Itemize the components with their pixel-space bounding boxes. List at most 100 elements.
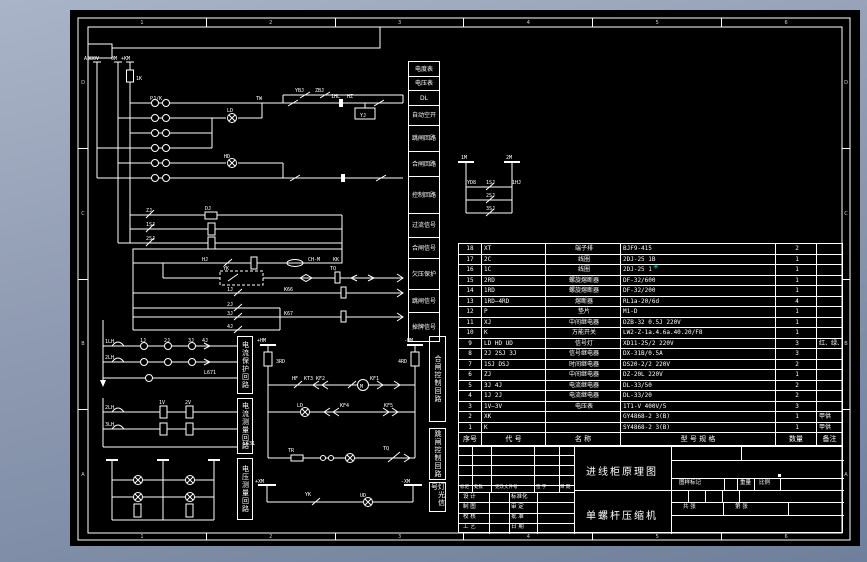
function-label-cell: 合闸回路 [409, 152, 439, 177]
label-approve2: 批 准 [511, 514, 524, 520]
table-cell: DX-31B/0.5A [620, 349, 775, 359]
rev-col-date: 日 期 [560, 485, 571, 490]
table-cell: 16 [466, 266, 474, 273]
table-cell: 1 [468, 423, 472, 431]
zone-label: C [78, 149, 88, 280]
table-cell: 信号继电器 [545, 349, 620, 359]
table-cell: M1-D [620, 307, 775, 317]
table-cell: 2 [775, 244, 816, 254]
function-label-cell: 电压表 [409, 77, 439, 91]
table-cell: 15 [466, 276, 474, 284]
table-cell: 1 [775, 370, 816, 380]
table-cell: 1RD—4RD [481, 296, 545, 306]
rev-col-docno: 更改文件号 [495, 485, 518, 490]
scale-label: 比例 [759, 480, 771, 486]
table-cell: P [481, 307, 545, 317]
table-cell: 垫片 [545, 307, 620, 317]
table-header-cell: 序号 [463, 435, 477, 443]
table-cell [816, 401, 842, 411]
zone-label: 1 [78, 533, 207, 540]
zone-label: A [81, 472, 85, 479]
circuit-name-vertical-label: 合闸控制回路 [429, 336, 446, 422]
table-cell: 7 [468, 360, 472, 368]
table-cell: 时间继电器 [545, 359, 620, 369]
table-cell: LD HD UD [481, 338, 545, 348]
table-cell [816, 275, 842, 285]
table-cell: 1RD [481, 286, 545, 296]
rev-col-count: 处数 [474, 485, 483, 490]
function-label-cell: 跳闸回路 [409, 126, 439, 152]
table-cell: 2RD [481, 275, 545, 285]
table-cell: 9 [468, 339, 472, 347]
table-cell: 螺旋熔断器 [545, 275, 620, 285]
table-cell: 1 [775, 254, 816, 264]
table-cell: 11 [466, 318, 474, 326]
zone-label: 5 [593, 18, 723, 27]
circuit-name-vertical-label: 跳闸控制回路 [429, 428, 446, 480]
table-cell: 3 [775, 338, 816, 348]
rev-col-sign: 签 字 [536, 485, 547, 490]
table-cell: 万能开关 [545, 328, 620, 338]
table-header-cell: 名 称 [545, 433, 620, 446]
table-cell: DZ-20L 220V [620, 370, 775, 380]
table-cell: 1 [775, 422, 816, 432]
table-cell: 电压表 [545, 401, 620, 411]
function-label-cell: 合闸信号 [409, 238, 439, 259]
table-cell: 2DJ-25 1 [620, 265, 775, 275]
table-cell: BJF9-415 [620, 244, 775, 254]
table-cell: XD11-25/2 220V [620, 338, 775, 348]
table-cell: 3J 4J [481, 380, 545, 390]
table-cell: 5 [468, 381, 472, 389]
table-cell: 10 [466, 329, 474, 336]
table-cell: 14 [466, 287, 474, 294]
table-cell [816, 244, 842, 254]
label-process: 工 艺 [463, 524, 476, 530]
label-draft: 制 图 [463, 504, 476, 510]
drawing-title: 进线柜原理图 [586, 467, 658, 478]
function-label-cell: 掉牌信号 [411, 323, 436, 331]
table-cell: K [481, 328, 545, 338]
table-cell: 1 [775, 412, 816, 422]
table-cell [816, 380, 842, 390]
mark-label: 图样标记 [679, 480, 702, 486]
function-label-cell: 电度表 [409, 62, 439, 77]
zone-label: 5 [593, 533, 723, 540]
table-cell: 18 [466, 245, 474, 252]
circuit-name-vertical-label: 电流测量回路 [237, 398, 253, 454]
table-cell: 2 [468, 413, 472, 420]
product-name: 单螺杆压缩机 [586, 511, 658, 522]
table-cell: ZJ [481, 370, 545, 380]
table-cell: 1 [775, 328, 816, 338]
label-standard: 标准化 [511, 494, 528, 500]
function-label-cell: 过流信号 [409, 214, 439, 238]
table-cell: 红、绿、黄各一 [816, 338, 842, 348]
table-cell: 熔断器 [545, 296, 620, 306]
table-cell: 12 [466, 308, 474, 315]
table-cell: 2C [481, 254, 545, 264]
zone-label: 2 [207, 533, 336, 540]
rev-col-mark: 标记 [460, 485, 469, 490]
table-cell [816, 370, 842, 380]
table-header-cell: 备注 [816, 433, 842, 446]
zone-label: 3 [336, 18, 465, 27]
table-cell [816, 349, 842, 359]
table-cell: XT [481, 244, 545, 254]
function-label-cell: 控制回路 [409, 177, 439, 214]
circuit-name-vertical-label: 电流保护回路 [237, 336, 253, 394]
table-cell [816, 328, 842, 338]
